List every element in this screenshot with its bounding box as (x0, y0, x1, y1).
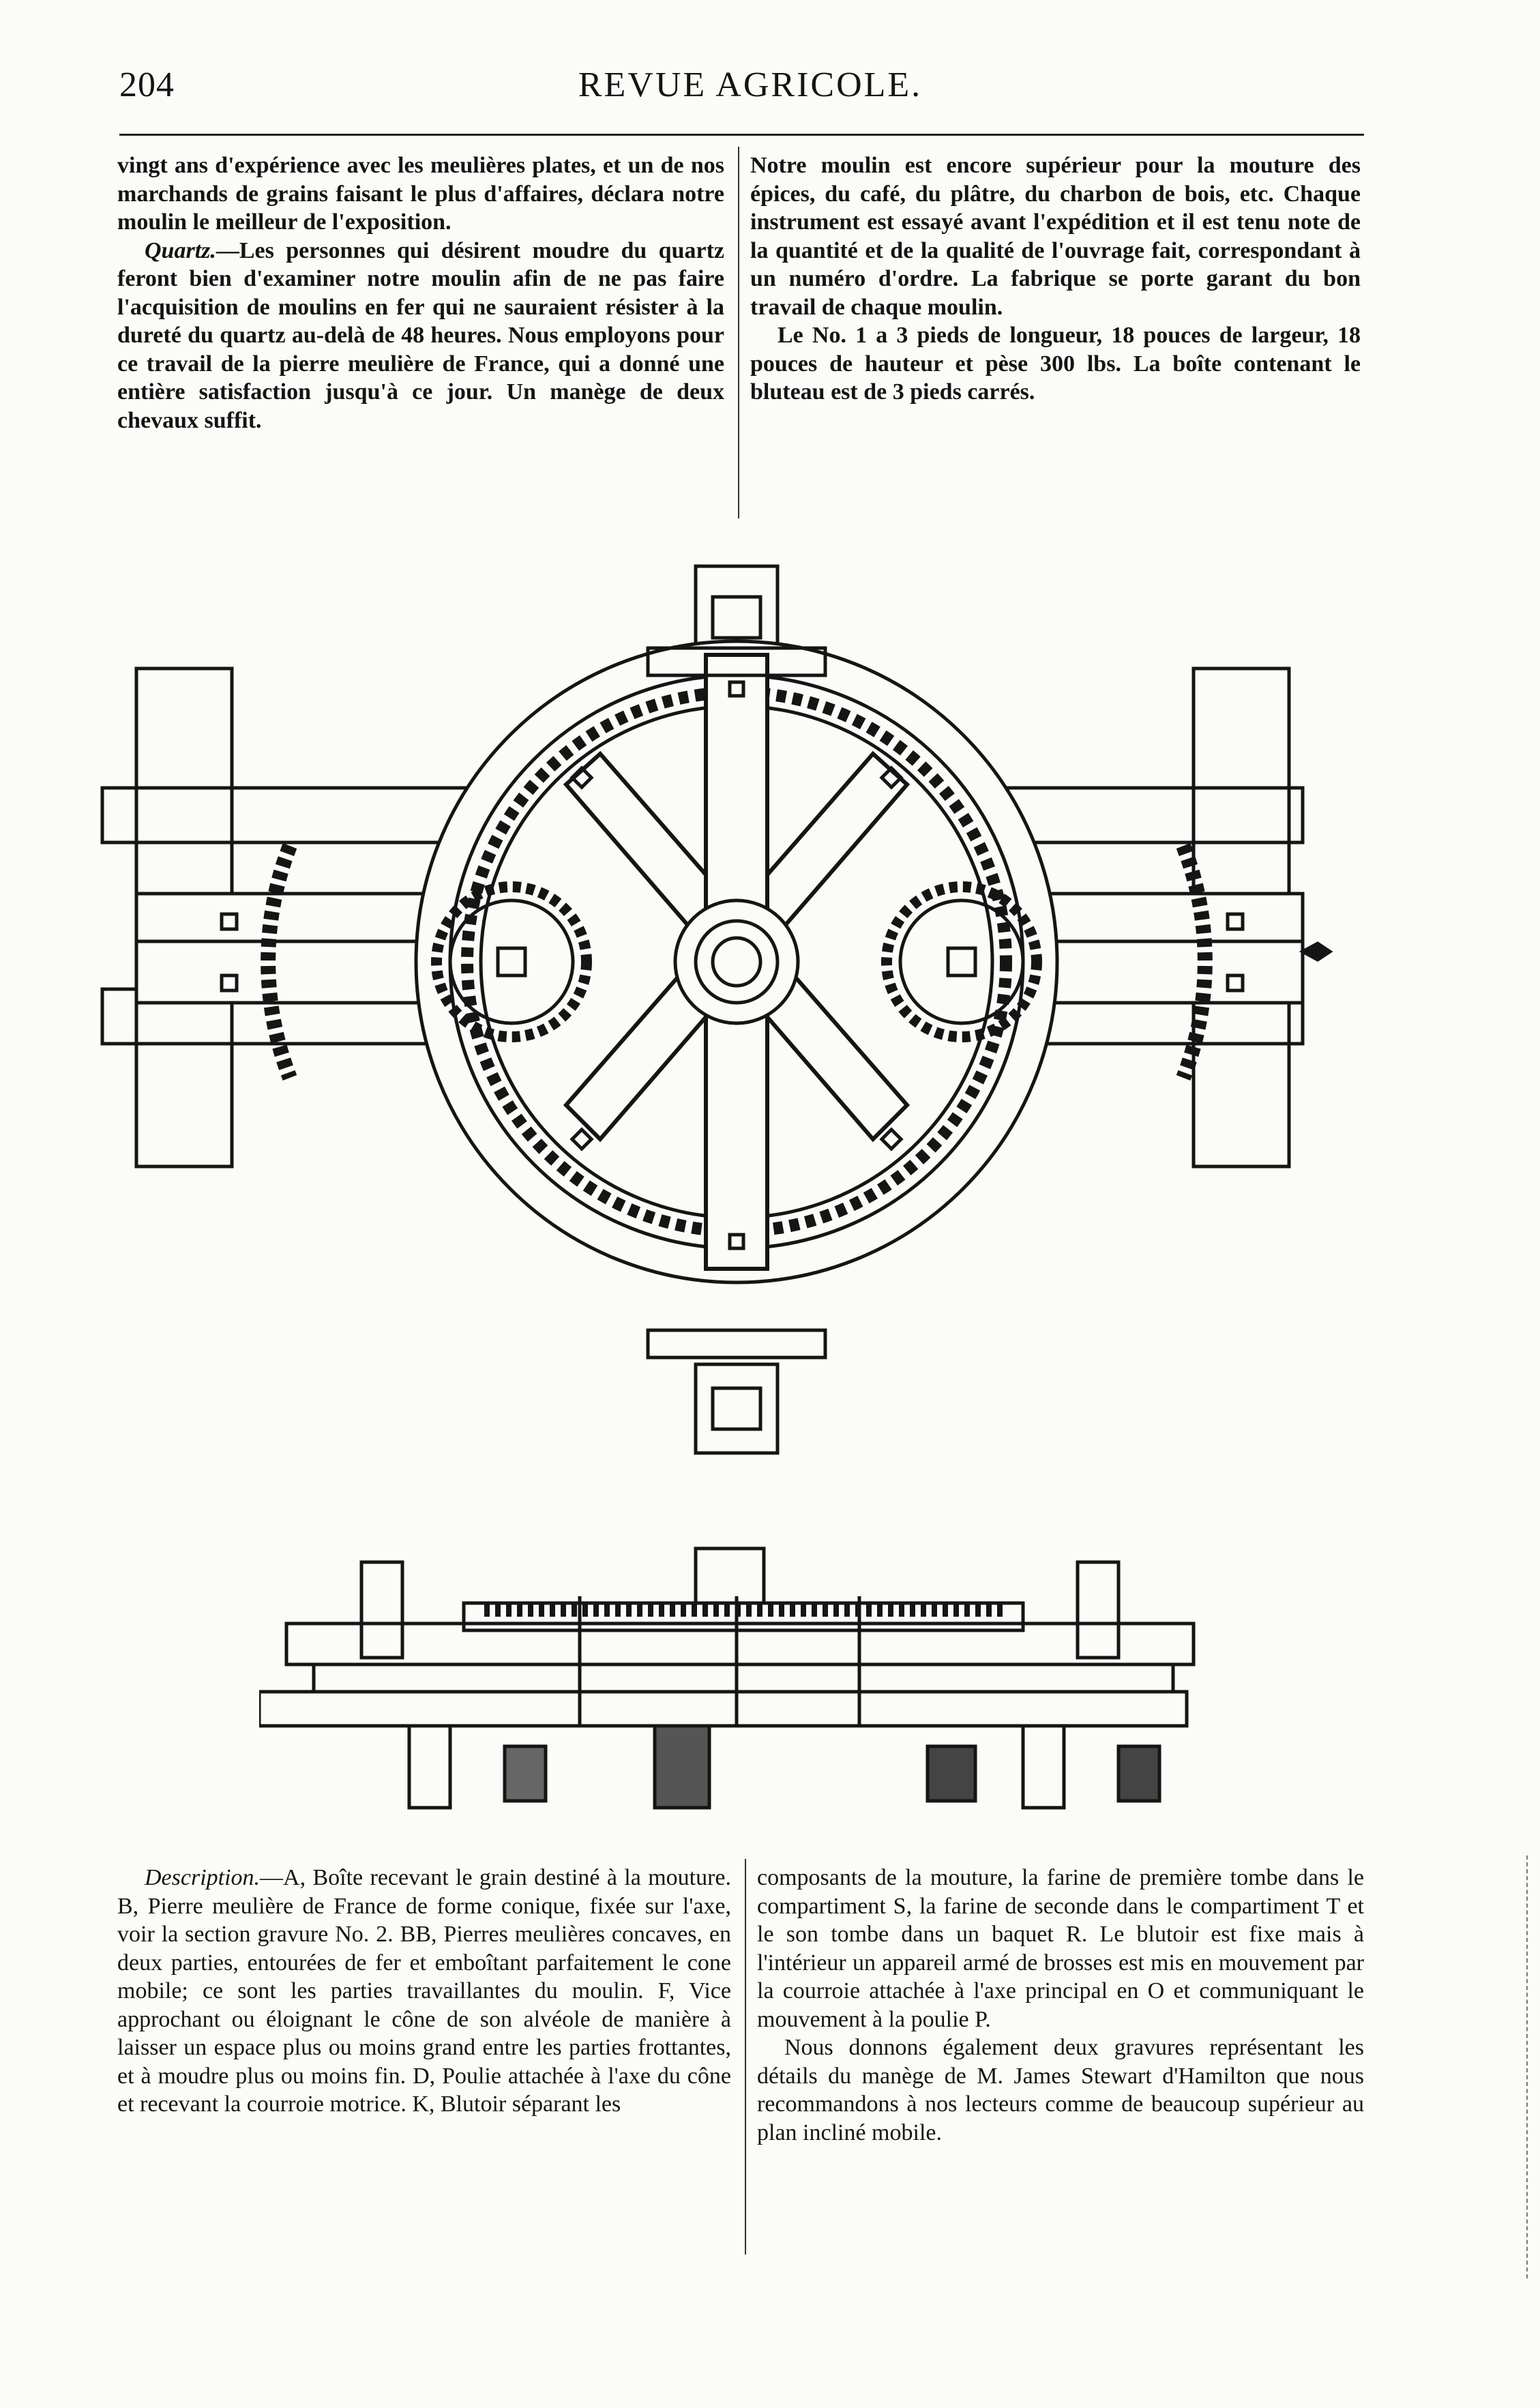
paragraph: composants de la mouture, la farine de p… (757, 1865, 1364, 2032)
header-rule (119, 134, 1364, 136)
top-left-column: vingt ans d'expérience avec les meulière… (117, 151, 724, 435)
page-header: 204 REVUE AGRICOLE. (102, 65, 1398, 113)
mill-plan-engraving (95, 559, 1378, 1460)
page-number: 204 (119, 65, 175, 104)
mill-section-engraving (259, 1521, 1234, 1821)
top-right-column: Notre moulin est encore supérieur pour l… (750, 151, 1361, 407)
paragraph-text: —A, Boîte recevant le grain destiné à la… (117, 1865, 731, 2117)
bottom-right-column: composants de la mouture, la farine de p… (757, 1864, 1364, 2147)
page-edge-mark (1526, 1855, 1540, 2278)
paragraph: Notre moulin est encore supérieur pour l… (750, 153, 1361, 320)
paragraph-text: —Les personnes qui désirent moudre du qu… (117, 237, 724, 433)
paragraph: Quartz.—Les personnes qui désirent moudr… (117, 237, 724, 435)
bottom-left-column: Description.—A, Boîte recevant le grain … (117, 1864, 731, 2119)
column-divider (738, 147, 739, 518)
paragraph: Description.—A, Boîte recevant le grain … (117, 1864, 731, 2119)
paragraph: Nous donnons également deux gravures rep… (757, 2035, 1364, 2145)
paragraph: vingt ans d'expérience avec les meulière… (117, 153, 724, 235)
run-in-heading: Quartz. (145, 237, 216, 263)
column-divider (745, 1859, 746, 2255)
paragraph: Le No. 1 a 3 pieds de longueur, 18 pouce… (750, 323, 1361, 405)
running-title: REVUE AGRICOLE. (578, 65, 923, 104)
run-in-heading: Description. (145, 1865, 261, 1890)
